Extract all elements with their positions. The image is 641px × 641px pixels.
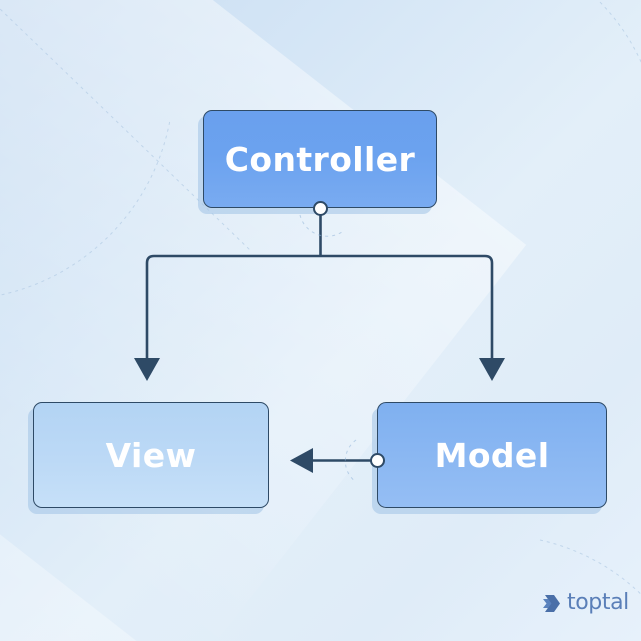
node-view[interactable]: View bbox=[33, 402, 269, 508]
arrowhead-model-to-view bbox=[290, 448, 313, 473]
toptal-logo[interactable]: toptal bbox=[543, 592, 629, 614]
port-controller-output[interactable] bbox=[313, 201, 328, 216]
node-model-label: Model bbox=[434, 435, 550, 475]
node-view-label: View bbox=[105, 435, 197, 475]
node-controller-label: Controller bbox=[224, 139, 416, 179]
port-model-output[interactable] bbox=[370, 453, 385, 468]
decor-arc-controller-port bbox=[299, 214, 343, 237]
node-controller[interactable]: Controller bbox=[203, 110, 437, 208]
toptal-wordmark: toptal bbox=[567, 590, 629, 615]
background-light-sweep-top bbox=[0, 0, 527, 641]
decor-arc-top-right bbox=[597, 0, 641, 64]
decor-arc-top-left bbox=[0, 119, 171, 296]
edge-controller-to-view bbox=[145, 254, 321, 358]
decor-arc-model-port bbox=[344, 439, 357, 483]
toptal-chevron-icon bbox=[543, 594, 560, 612]
arrowhead-controller-to-model bbox=[479, 358, 505, 381]
edge-controller-to-model bbox=[320, 254, 494, 358]
arrowhead-controller-to-view bbox=[134, 358, 160, 381]
node-model[interactable]: Model bbox=[377, 402, 607, 508]
